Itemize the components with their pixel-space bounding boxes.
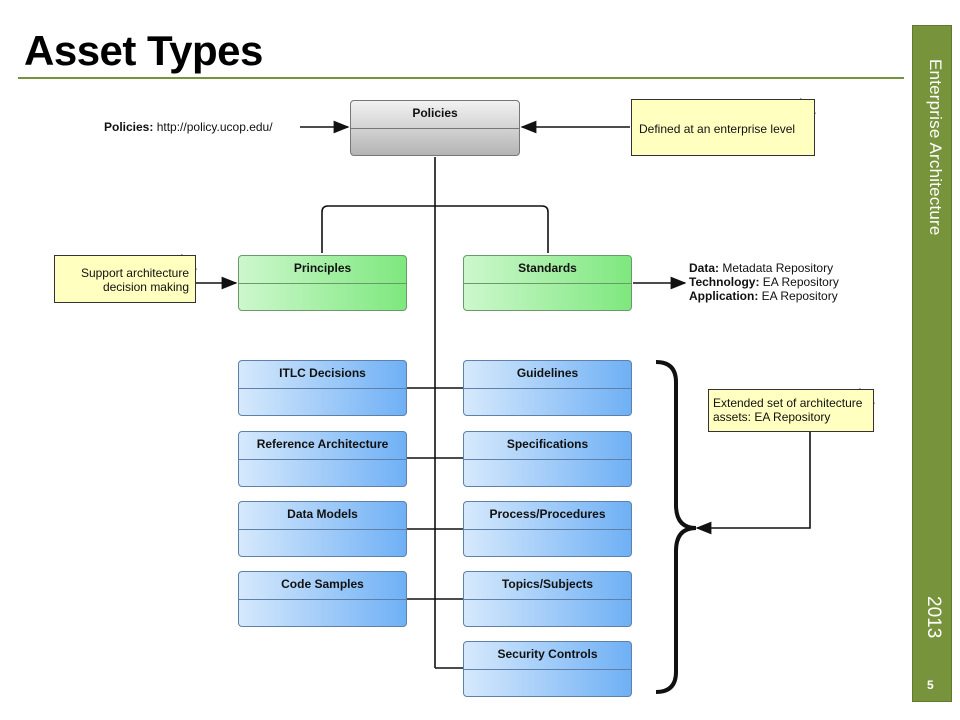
note-text: decision making — [102, 280, 189, 294]
policies-source-url: http://policy.ucop.edu/ — [156, 120, 273, 134]
standards-source-technology: Technology: EA Repository — [689, 275, 839, 289]
note-text: Extended set of architecture — [713, 396, 863, 410]
policies-source: Policies: http://policy.ucop.edu/ — [104, 120, 273, 134]
asset-box-security-controls: Security Controls — [463, 641, 632, 697]
policies-source-label: Policies: — [104, 120, 154, 134]
standards-source-application: Application: EA Repository — [689, 289, 838, 303]
asset-box-itlc-decisions: ITLC Decisions — [238, 360, 407, 416]
asset-title: Security Controls — [464, 642, 631, 670]
source-value: EA Repository — [762, 275, 839, 289]
principles-title: Principles — [239, 256, 406, 284]
side-bar: Enterprise Architecture 2013 5 — [912, 25, 952, 702]
principles-box: Principles — [238, 255, 407, 311]
standards-box: Standards — [463, 255, 632, 311]
note-support-decision: Support architecture decision making — [54, 255, 196, 303]
note-text: Support architecture — [80, 266, 189, 280]
standards-source-data: Data: Metadata Repository — [689, 261, 833, 275]
asset-box-guidelines: Guidelines — [463, 360, 632, 416]
asset-title: Guidelines — [464, 361, 631, 389]
asset-box-reference-architecture: Reference Architecture — [238, 431, 407, 487]
curly-brace — [655, 360, 697, 694]
asset-title: Specifications — [464, 432, 631, 460]
standards-title: Standards — [464, 256, 631, 284]
source-label: Application: — [689, 289, 759, 303]
source-value: Metadata Repository — [722, 261, 834, 275]
policies-box: Policies — [350, 100, 520, 156]
side-label: Enterprise Architecture — [926, 59, 945, 236]
asset-box-code-samples: Code Samples — [238, 571, 407, 627]
policies-title: Policies — [351, 101, 519, 129]
asset-title: ITLC Decisions — [239, 361, 406, 389]
side-year: 2013 — [923, 596, 944, 639]
asset-box-data-models: Data Models — [238, 501, 407, 557]
note-enterprise-level: Defined at an enterprise level — [631, 99, 815, 156]
source-label: Data: — [689, 261, 720, 275]
asset-box-process-procedures: Process/Procedures — [463, 501, 632, 557]
asset-title: Process/Procedures — [464, 502, 631, 530]
note-extended-set: Extended set of architecture assets: EA … — [708, 389, 874, 432]
title-rule — [18, 77, 904, 79]
asset-title: Data Models — [239, 502, 406, 530]
slide-title: Asset Types — [24, 27, 263, 74]
source-label: Technology: — [689, 275, 760, 289]
note-text: Defined at an enterprise level — [639, 122, 796, 136]
asset-title: Code Samples — [239, 572, 406, 600]
asset-box-topics-subjects: Topics/Subjects — [463, 571, 632, 627]
asset-title: Topics/Subjects — [464, 572, 631, 600]
asset-box-specifications: Specifications — [463, 431, 632, 487]
extended-note-arrow — [695, 432, 811, 535]
source-value: EA Repository — [761, 289, 838, 303]
note-text: assets: EA Repository — [713, 410, 831, 424]
branch-line — [321, 205, 549, 253]
asset-title: Reference Architecture — [239, 432, 406, 460]
page-number: 5 — [927, 678, 934, 692]
